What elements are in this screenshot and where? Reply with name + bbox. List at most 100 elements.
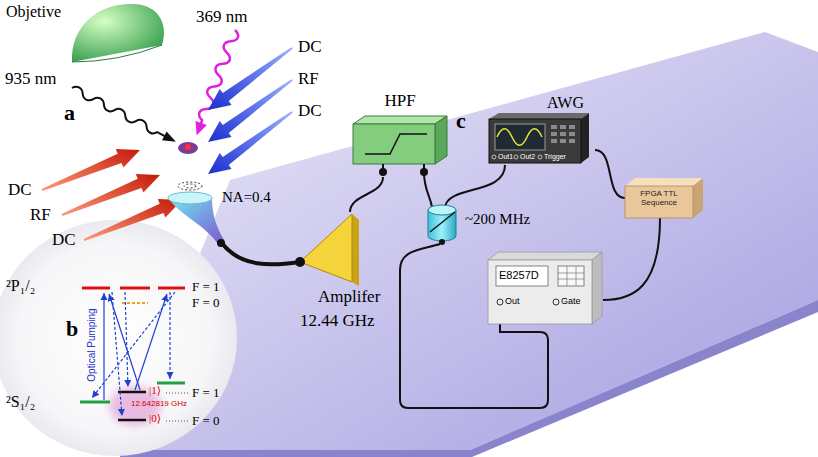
signal-generator-shape xyxy=(558,266,584,286)
objective-lens-shape xyxy=(72,4,164,62)
electrode-arrows xyxy=(84,199,182,241)
aperture-label: NA=0.4 xyxy=(222,190,271,205)
energy-levels xyxy=(158,287,185,290)
signal-wire xyxy=(603,218,660,300)
signal-generator-shape xyxy=(558,266,584,286)
filter-box-shape xyxy=(379,168,387,176)
trapped-ion xyxy=(185,144,191,150)
optical-table xyxy=(120,32,818,457)
transition-arrows xyxy=(169,292,170,379)
energy-levels xyxy=(80,288,189,426)
signal-generator-shape xyxy=(553,299,559,305)
level-label: ²P₁/₂ xyxy=(6,278,35,294)
node-text: Out2 xyxy=(520,153,535,160)
objective-lens: Objetive xyxy=(0,0,170,68)
transition-arrows xyxy=(92,292,175,416)
amplifier-symbol-shape xyxy=(295,257,305,267)
level-label: F = 1 xyxy=(192,280,220,293)
electrode-arrows xyxy=(208,47,293,110)
node-text: Trigger xyxy=(544,153,566,160)
filter-box: HPF xyxy=(345,92,455,177)
filter-box-shape xyxy=(353,124,435,164)
energy-levels xyxy=(157,382,185,385)
awg-device-shape xyxy=(551,125,575,143)
electrode-label: RF xyxy=(30,206,51,223)
mixer-symbol xyxy=(428,205,456,245)
energy-levels xyxy=(120,287,150,290)
level-label: ²S₁/₂ xyxy=(6,394,35,410)
laser-beams xyxy=(162,131,178,146)
signal-cables xyxy=(445,165,505,207)
fpga-box-shape xyxy=(625,186,693,218)
filter-box-shape xyxy=(420,168,428,176)
laser-beams xyxy=(70,85,167,140)
electrode-arrows xyxy=(42,47,293,241)
level-label: F = 0 xyxy=(192,414,220,427)
signal-cables xyxy=(221,242,300,264)
collection-optics xyxy=(168,182,224,244)
awg-device-shape xyxy=(560,139,566,143)
amplifier-symbol: Amplifer xyxy=(295,212,390,307)
frequency-label: ~200 MHz xyxy=(465,212,530,227)
signal-generator-shape xyxy=(488,260,592,324)
awg-device-shape xyxy=(489,113,589,119)
trapped-ion xyxy=(178,142,198,154)
electrode-arrows xyxy=(208,79,293,142)
filter-box-shape xyxy=(353,116,447,124)
node-text: Gate xyxy=(561,297,581,306)
awg-device-shape xyxy=(495,124,545,150)
node-text: Out1 xyxy=(498,153,513,160)
awg-device-shape xyxy=(489,119,581,163)
splitting-label: 12.642819 GHz xyxy=(131,400,187,408)
energy-levels xyxy=(118,419,146,422)
electrode-label: DC xyxy=(52,231,76,248)
collection-optics xyxy=(178,182,202,190)
laser-beams xyxy=(196,28,240,126)
wavelength-label: 935 nm xyxy=(5,70,56,87)
signal-generator-shape xyxy=(496,266,548,286)
trapped-ion xyxy=(178,142,198,154)
fpga-box: FPGA TTL Sequence xyxy=(625,178,705,218)
node-text: AWG xyxy=(547,95,584,111)
panel-letter: c xyxy=(456,110,466,132)
electrode-label: DC xyxy=(8,181,32,198)
awg-device-shape xyxy=(560,125,566,129)
state-label: |1⟩ xyxy=(149,385,161,396)
awg-device-shape xyxy=(560,132,566,136)
level-label: F = 1 xyxy=(192,386,220,399)
mixer-symbol xyxy=(428,205,456,215)
level-label: F = 0 xyxy=(192,296,220,309)
energy-levels xyxy=(166,393,189,394)
cable-end xyxy=(217,239,225,247)
energy-levels xyxy=(118,391,146,394)
awg-device-shape xyxy=(551,125,557,129)
panel-letter: a xyxy=(64,102,75,124)
filter-box-shape xyxy=(435,116,447,164)
node-text: HPF xyxy=(345,92,455,109)
filter-box-shape xyxy=(365,134,427,154)
node-text: Amplifer xyxy=(318,288,380,305)
signal-generator-shape xyxy=(592,252,602,324)
electrode-label: DC xyxy=(298,102,322,119)
mixer-symbol xyxy=(439,239,445,245)
transition-arrows xyxy=(92,292,175,398)
awg-device: AWG Out1 Out2 Trigger xyxy=(485,95,595,170)
node-text: E8257D xyxy=(499,270,539,281)
fpga-box-shape xyxy=(693,178,703,218)
awg-device-shape xyxy=(538,155,542,159)
signal-cables xyxy=(400,244,548,408)
awg-device-shape xyxy=(581,113,589,163)
signal-generator-shape xyxy=(488,252,603,324)
electrode-arrows xyxy=(208,111,293,174)
mixer-symbol xyxy=(430,212,455,232)
frequency-label: 12.44 GHz xyxy=(300,312,375,329)
state-label: |0⟩ xyxy=(149,413,161,424)
awg-device-shape xyxy=(569,139,575,143)
amplifier-symbol-shape xyxy=(352,214,359,286)
awg-device-shape xyxy=(514,155,518,159)
laser-beams xyxy=(70,84,178,147)
signal-generator: E8257DOutGate xyxy=(488,252,603,324)
awg-device-shape xyxy=(551,132,557,136)
